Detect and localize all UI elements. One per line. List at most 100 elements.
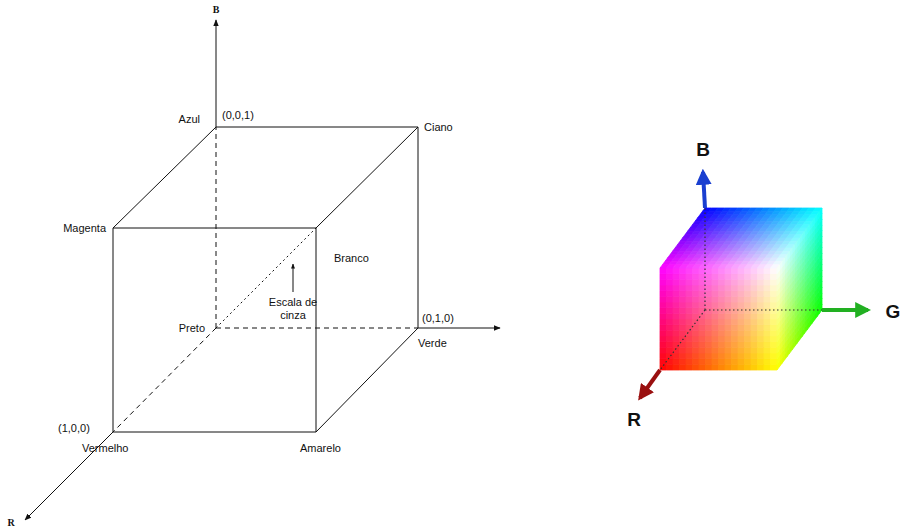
color-patch (725, 364, 732, 370)
color-patch (758, 268, 765, 274)
color-patch (673, 353, 680, 359)
color-patch (680, 279, 687, 285)
color-patch (686, 268, 693, 274)
color-patch (745, 353, 752, 359)
color-patch (673, 308, 680, 314)
color-patch (699, 342, 706, 348)
color-patch (712, 353, 719, 359)
color-patch (738, 302, 745, 308)
color-patch (693, 347, 700, 353)
color-patch (686, 347, 693, 353)
shaded-cube-axes (640, 172, 868, 398)
color-patch (673, 325, 680, 331)
color-patch (725, 268, 732, 274)
color-patch (771, 302, 778, 308)
color-patch (758, 347, 765, 353)
color-patch (771, 364, 778, 370)
color-patch (693, 342, 700, 348)
color-patch (751, 347, 758, 353)
color-patch (725, 325, 732, 331)
color-patch (686, 285, 693, 291)
color-patch (706, 285, 713, 291)
color-patch (719, 336, 726, 342)
color-patch (719, 359, 726, 365)
color-patch (693, 268, 700, 274)
color-patch (673, 336, 680, 342)
color-patch (725, 347, 732, 353)
color-patch (693, 330, 700, 336)
axis-arrow (703, 172, 705, 208)
vertex-label: Amarelo (300, 442, 341, 455)
color-patch (712, 364, 719, 370)
hidden-edge (216, 328, 418, 329)
color-patch (771, 325, 778, 331)
color-patch (712, 285, 719, 291)
color-patch (738, 330, 745, 336)
color-patch (686, 279, 693, 285)
color-patch (771, 336, 778, 342)
color-patch (738, 279, 745, 285)
color-patch (732, 296, 739, 302)
color-patch (712, 319, 719, 325)
color-patch (667, 364, 674, 370)
color-patch (719, 325, 726, 331)
color-patch (764, 347, 771, 353)
color-patch (745, 279, 752, 285)
color-patch (771, 313, 778, 319)
grey-scale-label: Escala de cinza (267, 296, 319, 321)
color-patch (732, 319, 739, 325)
color-patch (725, 330, 732, 336)
axis-b (216, 20, 217, 127)
color-patch (751, 319, 758, 325)
axis-g (418, 328, 500, 329)
color-patch (732, 359, 739, 365)
axis-arrow (640, 370, 660, 398)
color-patch (751, 296, 758, 302)
axis-arrow (822, 308, 868, 312)
color-patch (673, 342, 680, 348)
vertex-label: Preto (179, 322, 205, 335)
color-patch (745, 330, 752, 336)
color-patch (699, 279, 706, 285)
color-patch (725, 319, 732, 325)
color-patch (686, 364, 693, 370)
color-patch (758, 302, 765, 308)
color-patch (771, 296, 778, 302)
color-patch (732, 330, 739, 336)
color-patch (719, 274, 726, 280)
color-patch (764, 279, 771, 285)
color-patch (680, 285, 687, 291)
color-patch (667, 353, 674, 359)
color-patch (693, 336, 700, 342)
color-patch (764, 268, 771, 274)
color-patch (712, 359, 719, 365)
color-patch (732, 274, 739, 280)
color-patch (771, 268, 778, 274)
color-patch (673, 359, 680, 365)
pointer-arrow (293, 264, 294, 292)
color-patch (667, 313, 674, 319)
color-patch (712, 347, 719, 353)
color-patch (758, 342, 765, 348)
color-patch (680, 291, 687, 297)
color-patch (777, 265, 780, 274)
color-patch (667, 330, 674, 336)
color-patch (660, 336, 667, 342)
color-patch (764, 336, 771, 342)
hidden-axis (705, 309, 822, 310)
color-patch (738, 296, 745, 302)
axis-label: B (696, 139, 710, 161)
color-patch (771, 279, 778, 285)
color-patch (751, 359, 758, 365)
color-patch (758, 353, 765, 359)
color-patch (745, 325, 752, 331)
color-patch (719, 279, 726, 285)
color-patch (673, 302, 680, 308)
color-patch (693, 353, 700, 359)
color-patch (712, 336, 719, 342)
color-patch (686, 308, 693, 314)
color-patch (725, 302, 732, 308)
color-patch (738, 336, 745, 342)
color-patch (732, 279, 739, 285)
color-patch (719, 313, 726, 319)
